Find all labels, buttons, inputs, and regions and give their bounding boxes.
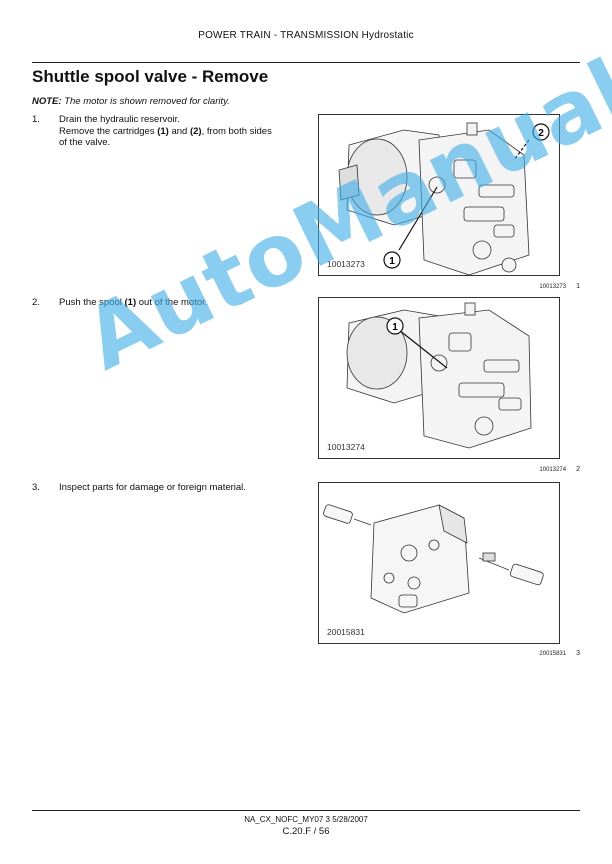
figure-id: 10013274 xyxy=(327,442,365,452)
figure-id: 20015831 xyxy=(327,627,365,637)
page-title: Shuttle spool valve - Remove xyxy=(32,67,269,86)
figure-id: 10013273 xyxy=(327,259,365,269)
callout-2: 2 xyxy=(538,128,544,139)
footer-rule xyxy=(32,810,580,811)
motor-illustration: 1 2 xyxy=(338,122,550,275)
valve-illustration xyxy=(323,504,544,614)
callout-1: 1 xyxy=(389,256,395,267)
header-rule xyxy=(32,62,580,63)
step-number: 3. xyxy=(32,482,40,493)
page-header: POWER TRAIN - TRANSMISSION Hydrostatic xyxy=(198,30,414,41)
note-label: NOTE: xyxy=(32,96,62,107)
step-number: 2. xyxy=(32,297,40,308)
note: NOTE: The motor is shown removed for cla… xyxy=(32,96,230,107)
figure-1: 1 2 10013273 xyxy=(318,114,560,276)
step-text: Remove the cartridges (1) and (2), from … xyxy=(59,125,272,137)
motor-illustration: 1 xyxy=(346,302,532,449)
step-text: Inspect parts for damage or foreign mate… xyxy=(59,482,246,493)
step-text: Drain the hydraulic reservoir. xyxy=(59,114,180,125)
step-text: of the valve. xyxy=(59,137,111,148)
figure-2: 1 10013274 xyxy=(318,297,560,459)
figure-3: 20015831 xyxy=(318,482,560,644)
callout-1: 1 xyxy=(392,322,398,333)
note-text: The motor is shown removed for clarity. xyxy=(61,96,230,107)
step-number: 1. xyxy=(32,114,40,125)
step-text: Push the spool (1) out of the motor. xyxy=(59,297,208,308)
footer-code: NA_CX_NOFC_MY07 3 5/28/2007 xyxy=(244,815,368,824)
page-number: C.20.F / 56 xyxy=(282,826,330,837)
